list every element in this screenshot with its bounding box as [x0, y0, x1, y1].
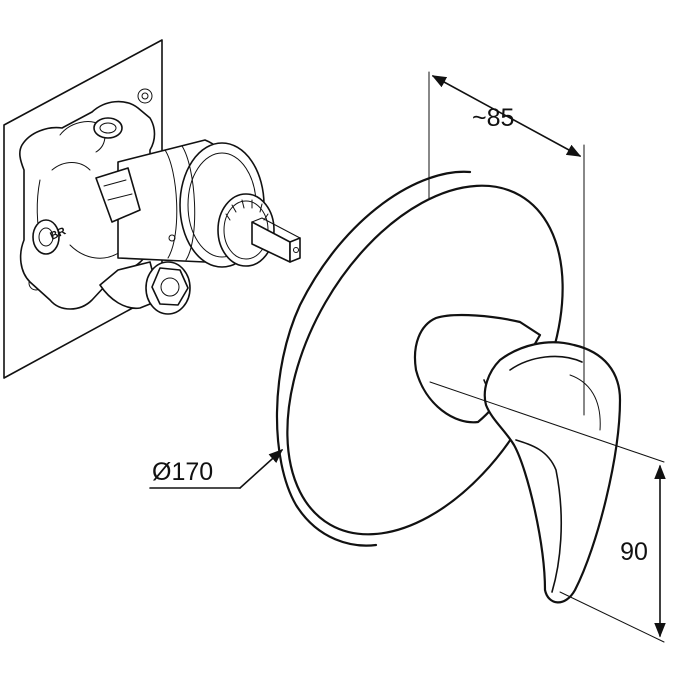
diameter-dimension-label: Ø170 — [152, 458, 213, 486]
height-dimension: 90 — [429, 381, 666, 643]
trim-assembly — [275, 170, 622, 604]
lever-hub — [413, 313, 542, 424]
depth-dimension-label: ~85 — [472, 104, 514, 132]
valve-mark: BR — [48, 225, 67, 242]
depth-dimension: ~85 — [428, 71, 585, 416]
concealed-valve-body: BR — [3, 39, 301, 379]
hex-plug — [151, 267, 189, 306]
diameter-dimension: Ø170 — [149, 449, 284, 489]
height-dimension-label: 90 — [620, 538, 648, 566]
lever-handle — [483, 341, 622, 604]
